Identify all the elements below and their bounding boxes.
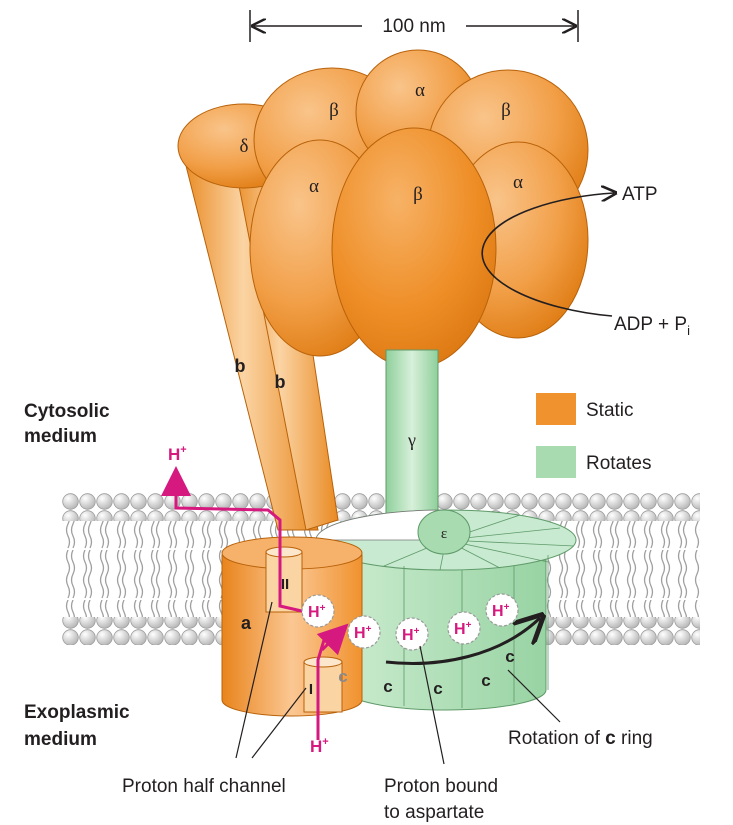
beta-subunit-front (332, 128, 496, 368)
label-cytosolic-2: medium (24, 426, 97, 447)
label-alpha-left: α (309, 176, 319, 197)
label-alpha-right: α (513, 172, 523, 193)
label-rotation: Rotation of c ring (508, 728, 653, 749)
label-channel-two: II (281, 576, 289, 593)
label-c-4: c (505, 647, 514, 666)
label-exoplasmic-2: medium (24, 729, 97, 750)
label-c-1: c (383, 677, 392, 696)
label-beta-back-left: β (329, 100, 339, 121)
label-b-right: b (275, 372, 286, 392)
legend-rotates-swatch (536, 446, 576, 478)
label-alpha-back: α (415, 80, 425, 101)
label-b-left: b (235, 356, 246, 376)
legend-rotates-label: Rotates (586, 453, 651, 474)
label-a: a (241, 613, 252, 633)
label-epsilon: ε (441, 526, 447, 542)
label-c-partial: c (338, 667, 347, 686)
label-atp: ATP (622, 184, 658, 205)
proton-entry-label: H+ (310, 736, 329, 756)
label-c-2: c (433, 679, 442, 698)
label-adp: ADP + Pi (614, 314, 690, 338)
legend-static-label: Static (586, 400, 634, 421)
label-gamma: γ (407, 430, 416, 450)
label-proton-half-channel: Proton half channel (122, 776, 286, 797)
label-channel-one: I (309, 681, 313, 698)
label-delta: δ (240, 136, 249, 157)
label-beta-front: β (413, 184, 423, 205)
label-proton-bound-1: Proton bound (384, 776, 498, 797)
scale-bar-label: 100 nm (382, 16, 445, 37)
legend-static-swatch (536, 393, 576, 425)
label-c-3: c (481, 671, 490, 690)
proton-exit-label: H+ (168, 444, 187, 464)
scale-bar: 100 nm (250, 10, 578, 42)
label-proton-bound-2: to aspartate (384, 802, 484, 823)
label-beta-back-right: β (501, 100, 511, 121)
label-cytosolic-1: Cytosolic (24, 401, 110, 422)
label-exoplasmic-1: Exoplasmic (24, 702, 130, 723)
